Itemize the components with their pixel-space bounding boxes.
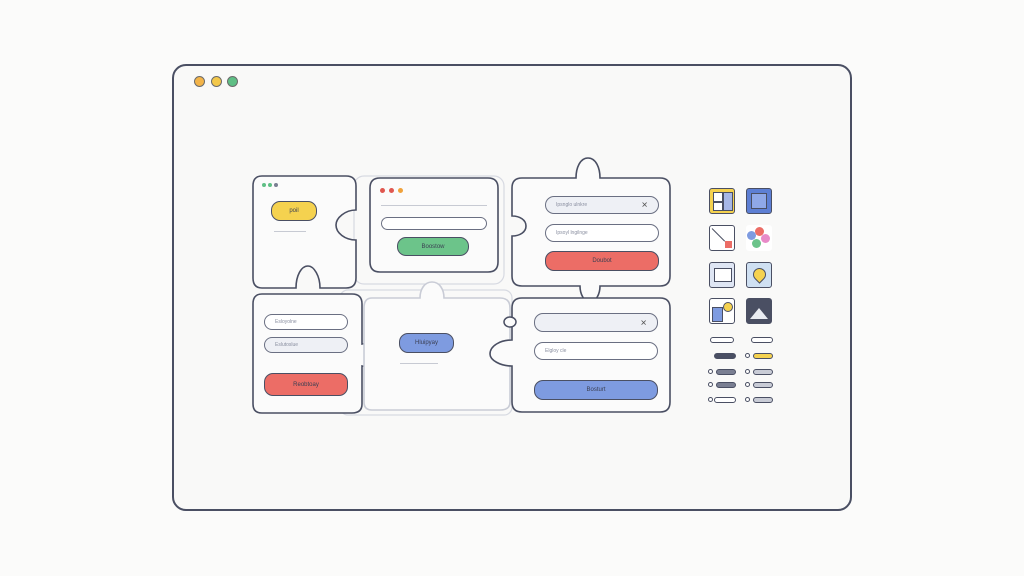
layout-grid-icon[interactable] (709, 188, 735, 214)
chart-image-icon[interactable] (709, 262, 735, 288)
radio-button[interactable] (745, 369, 750, 374)
clear-icon[interactable]: ✕ (641, 200, 648, 210)
map-pin-icon[interactable] (746, 262, 772, 288)
window-close-dot[interactable] (194, 76, 205, 87)
toggle-dark[interactable] (714, 353, 736, 359)
red-button[interactable]: Doubot (545, 251, 659, 271)
divider-line (381, 205, 487, 206)
clear-icon[interactable]: ✕ (640, 318, 647, 327)
search-input-value: Ipsnglo ulnkre (556, 202, 588, 208)
photo-collage-icon[interactable] (709, 298, 735, 324)
window-dot-red (380, 188, 385, 193)
landscape-image-icon[interactable] (746, 298, 772, 324)
radio-button[interactable] (708, 397, 713, 402)
blue-panel-icon[interactable] (746, 188, 772, 214)
green-button[interactable]: Boostow (397, 237, 469, 256)
radio-button[interactable] (745, 353, 750, 358)
slider-track[interactable] (716, 369, 736, 375)
radio-button[interactable] (745, 382, 750, 387)
window-minimize-dot[interactable] (211, 76, 222, 87)
radio-button[interactable] (745, 397, 750, 402)
text-field[interactable]: Elgloy cle (534, 342, 658, 360)
piece-dot (268, 183, 272, 187)
slider-track[interactable] (753, 382, 773, 388)
slider-track[interactable] (714, 397, 736, 403)
window-dot-red (389, 188, 394, 193)
toggle-outline[interactable] (751, 337, 773, 343)
toggle-yellow[interactable] (753, 353, 773, 359)
connector-knob (503, 316, 517, 328)
window-dot-orange (398, 188, 403, 193)
toggle-off[interactable] (710, 337, 734, 343)
red-button[interactable]: Reobtoay (264, 373, 348, 396)
slider-track[interactable] (753, 397, 773, 403)
text-field[interactable]: Esloyolne (264, 314, 348, 330)
text-input[interactable] (381, 217, 487, 230)
divider-line (274, 231, 306, 232)
text-field[interactable]: Eslutoslue (264, 337, 348, 353)
blue-button[interactable]: Hluipyay (399, 333, 454, 353)
radio-button[interactable] (708, 382, 713, 387)
palette-icon[interactable] (746, 225, 772, 251)
radio-button[interactable] (708, 369, 713, 374)
piece-dot (274, 183, 278, 187)
slider-track[interactable] (753, 369, 773, 375)
yellow-button[interactable]: poil (271, 201, 317, 221)
puzzle-piece-top-left (252, 175, 357, 289)
search-input[interactable]: ✕ (534, 313, 658, 332)
slider-track[interactable] (716, 382, 736, 388)
divider-line (400, 363, 438, 364)
blue-button[interactable]: Bosturt (534, 380, 658, 400)
search-input[interactable]: Ipsnglo ulnkre ✕ (545, 196, 659, 214)
edit-image-icon[interactable] (709, 225, 735, 251)
window-maximize-dot[interactable] (227, 76, 238, 87)
piece-dot (262, 183, 266, 187)
text-field[interactable]: Ipsoyl lngilnge (545, 224, 659, 242)
